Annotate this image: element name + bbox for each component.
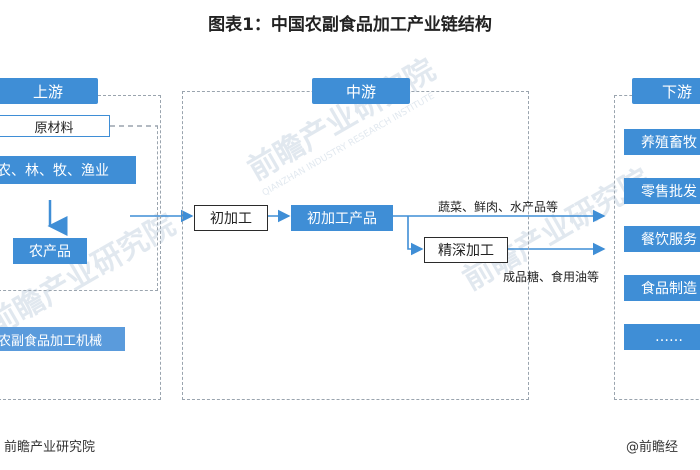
primary-products-box: 初加工产品 bbox=[291, 205, 393, 231]
deep-products-examples: 成品糖、食用油等 bbox=[503, 270, 600, 284]
machinery-box: 农副食品加工机械 bbox=[0, 327, 125, 351]
primary-processing-box: 初加工 bbox=[194, 205, 268, 231]
arrow-to-deep-processing bbox=[407, 216, 424, 256]
footer-source: 前瞻产业研究院 bbox=[4, 440, 96, 455]
deep-processing-box: 精深加工 bbox=[424, 237, 508, 263]
downstream-item-food-manufacturing: 食品制造 bbox=[624, 275, 700, 301]
industries-box: 农、林、牧、渔业 bbox=[0, 156, 136, 184]
downstream-item-livestock: 养殖畜牧 bbox=[624, 129, 700, 155]
downstream-item-retail: 零售批发 bbox=[624, 178, 700, 204]
diagram-title: 图表1：中国农副食品加工产业链结构 bbox=[208, 15, 492, 35]
agri-products-box: 农产品 bbox=[13, 238, 87, 264]
primary-products-examples: 蔬菜、鲜肉、水产品等 bbox=[438, 200, 559, 214]
footer-watermark: @前瞻经 bbox=[626, 440, 679, 455]
downstream-item-more: …… bbox=[624, 324, 700, 350]
midstream-header: 中游 bbox=[312, 78, 410, 104]
downstream-header: 下游 bbox=[632, 78, 700, 104]
downstream-item-catering: 餐饮服务 bbox=[624, 226, 700, 252]
raw-materials-label: 原材料 bbox=[0, 115, 110, 137]
upstream-inner-frame bbox=[0, 126, 158, 291]
upstream-header: 上游 bbox=[0, 78, 98, 104]
